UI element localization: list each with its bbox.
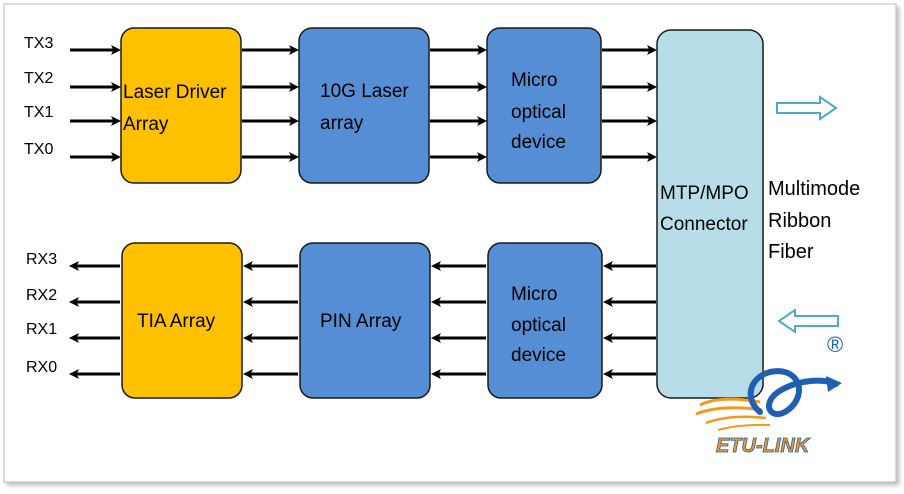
- tia-array-label: TIA Array: [137, 311, 216, 332]
- laser-driver-box: [120, 27, 242, 184]
- laser-driver-line1: Laser Driver: [123, 82, 227, 103]
- rx-arrows-connector-to-optical: [603, 261, 656, 379]
- micro-optical-rx-line3: device: [511, 345, 566, 366]
- laser-driver-block: Laser Driver Array: [120, 27, 242, 184]
- micro-optical-tx-line1: Micro: [511, 70, 557, 91]
- laser-array-line1: 10G Laser: [320, 81, 409, 102]
- rx3-label: RX3: [26, 251, 57, 268]
- laser-driver-line2: Array: [123, 114, 169, 135]
- logo-text: ETU-LINK: [716, 435, 811, 457]
- tx-labels: TX3 TX2 TX1 TX0: [24, 35, 53, 158]
- tia-array-block: TIA Array: [121, 242, 243, 399]
- mtp-mpo-connector-block: MTP/MPO Connector: [656, 29, 764, 399]
- rx-arrows-pin-to-tia: [243, 261, 298, 379]
- fiber-label-line2: Ribbon: [768, 210, 831, 232]
- rx0-label: RX0: [26, 359, 57, 376]
- laser-array-line2: array: [320, 113, 364, 134]
- rx-labels: RX3 RX2 RX1 RX0: [26, 251, 57, 376]
- tx2-label: TX2: [24, 70, 53, 87]
- micro-optical-tx-line2: optical: [511, 102, 566, 123]
- laser-array-block: 10G Laser array: [298, 27, 430, 184]
- pin-array-label: PIN Array: [320, 311, 402, 332]
- mtp-mpo-connector-box: [656, 29, 764, 399]
- fiber-label-line3: Fiber: [768, 241, 814, 263]
- micro-optical-rx-box: [487, 242, 603, 399]
- tx1-label: TX1: [24, 104, 53, 121]
- rx-arrows-optical-to-pin: [431, 261, 486, 379]
- tx3-label: TX3: [24, 35, 53, 52]
- fiber-out-arrow-icon: [776, 95, 838, 121]
- rx-arrows-output: [69, 261, 120, 379]
- connector-line1: MTP/MPO: [660, 183, 749, 204]
- micro-optical-tx-line3: device: [511, 132, 566, 153]
- etu-link-logo: ETU-LINK: [695, 368, 842, 457]
- micro-optical-tx-block: Micro optical device: [486, 27, 602, 184]
- micro-optical-tx-box: [486, 27, 602, 184]
- pin-array-box: [299, 242, 431, 399]
- rx1-label: RX1: [26, 321, 57, 338]
- micro-optical-rx-line1: Micro: [511, 284, 557, 305]
- laser-array-box: [298, 27, 430, 184]
- micro-optical-rx-line2: optical: [511, 315, 566, 336]
- registered-mark: ®: [827, 332, 843, 357]
- tx0-label: TX0: [24, 141, 53, 158]
- tx-arrows-input: [70, 45, 121, 162]
- rx2-label: RX2: [26, 287, 57, 304]
- logo-swoosh-icon: [695, 368, 842, 431]
- pin-array-block: PIN Array: [299, 242, 431, 399]
- fiber-label: Multimode Ribbon Fiber: [768, 178, 860, 263]
- tx-arrows-driver-to-laser: [242, 45, 299, 162]
- connector-line2: Connector: [660, 214, 748, 235]
- tia-array-box: [121, 242, 243, 399]
- tx-arrows-optical-to-connector: [602, 45, 657, 162]
- micro-optical-rx-block: Micro optical device: [487, 242, 603, 399]
- fiber-label-line1: Multimode: [768, 178, 860, 200]
- fiber-in-arrow-icon: [777, 308, 839, 334]
- tx-arrows-laser-to-optical: [430, 45, 487, 162]
